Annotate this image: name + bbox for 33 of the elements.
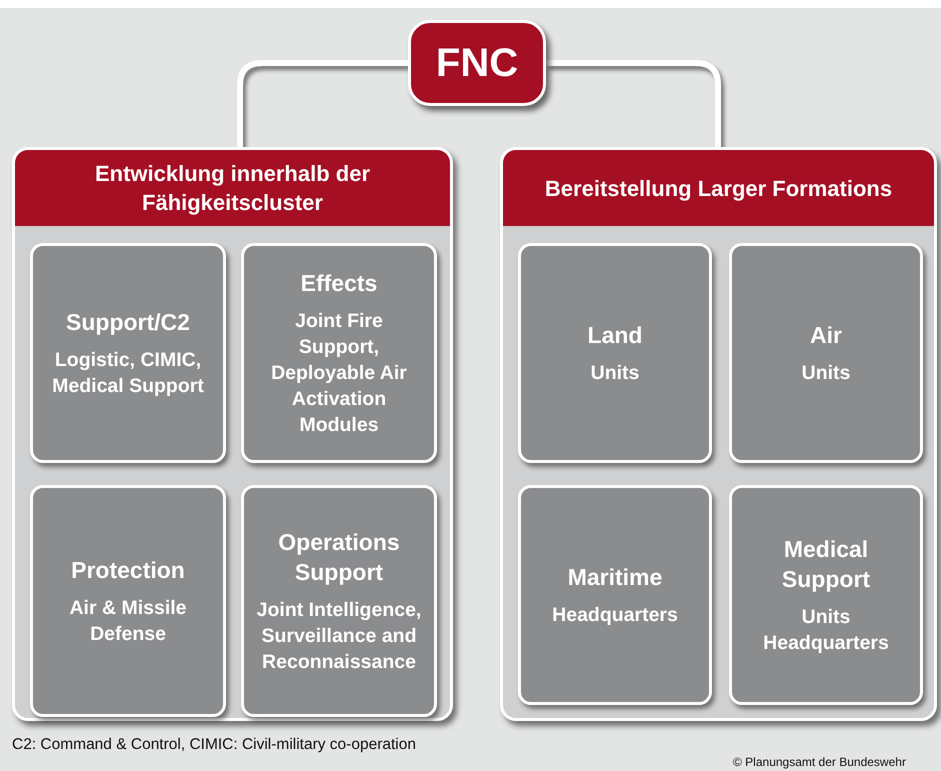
copyright-note: © Planungsamt der Bundeswehr: [733, 755, 906, 769]
card-heading: Protection: [71, 556, 185, 585]
card-heading: Support/C2: [66, 308, 190, 337]
panel-title: Entwicklung innerhalb der Fähigkeitscluster: [94, 160, 372, 217]
footnote: C2: Command & Control, CIMIC: Civil-military co-operation: [12, 736, 416, 754]
card-heading: Medical Support: [780, 535, 872, 594]
card-text: Joint Intelligence, Surveillance and Reconnaissance: [256, 598, 422, 675]
capability-card: [729, 485, 923, 705]
card-heading: Effects: [300, 269, 378, 298]
capability-card: [30, 243, 226, 463]
card-text: Units: [590, 361, 640, 386]
panel-title: Bereitstellung Larger Formations: [544, 174, 892, 202]
connector-line: [546, 60, 721, 147]
card-heading: Maritime: [568, 563, 662, 592]
capability-card: [518, 243, 712, 463]
capability-card: [241, 243, 437, 463]
root-box: FNC: [408, 20, 546, 106]
card-heading: Air: [810, 321, 842, 350]
card-text: Logistic, CIMIC, Medical Support: [51, 348, 205, 399]
card-text: Air & Missile Defense: [68, 596, 188, 647]
card-text: Headquarters: [552, 603, 678, 628]
capability-card: [518, 485, 712, 705]
connector-line: [237, 60, 408, 147]
capability-card: [241, 485, 437, 717]
card-text: Joint Fire Support, Deployable Air Activation Modules: [270, 309, 408, 438]
group-panel: [500, 147, 937, 721]
card-heading: Operations Support: [277, 528, 401, 587]
group-panel: [12, 147, 453, 721]
card-heading: Land: [588, 321, 642, 350]
capability-card: [729, 243, 923, 463]
card-text: Units: [802, 361, 850, 386]
capability-card: [30, 485, 226, 717]
card-text: Units Headquarters: [762, 605, 890, 656]
